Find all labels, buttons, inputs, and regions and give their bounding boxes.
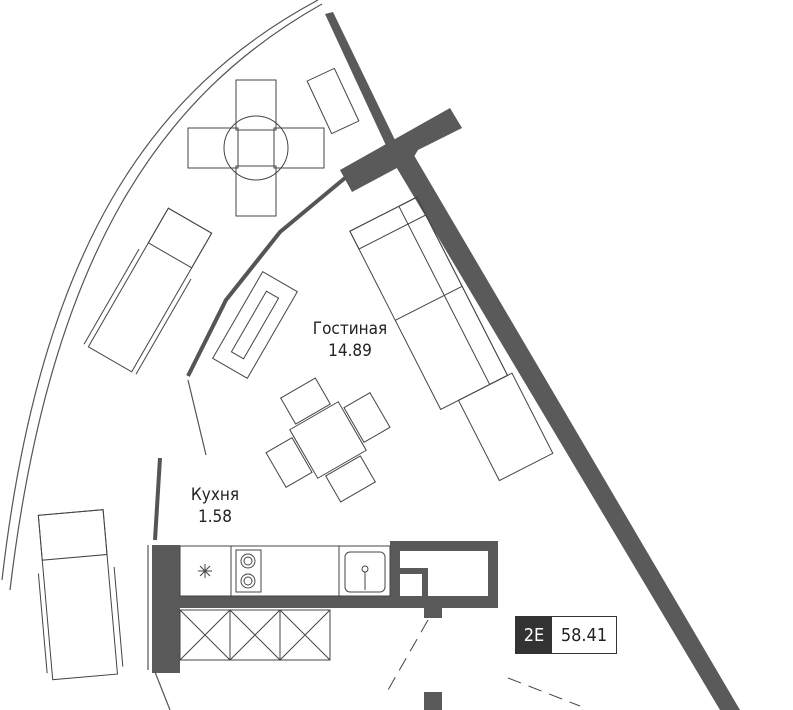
- fan-icon: [198, 564, 212, 578]
- kitchen-counter: [179, 545, 391, 597]
- wall-block: [340, 108, 462, 192]
- room-name: Гостиная: [312, 319, 388, 339]
- terrace-table: [187, 79, 325, 217]
- coffee-table: [211, 271, 299, 379]
- kitchen-wall: [152, 545, 180, 673]
- window-arc: [186, 176, 347, 377]
- apartment-type: 2E: [516, 617, 552, 653]
- room-label-kitchen: Кухня 1.58: [175, 484, 255, 528]
- room-label-living: Гостиная 14.89: [300, 318, 400, 362]
- exterior-wall: [325, 12, 740, 710]
- cabinets: [179, 609, 331, 661]
- room-name: Кухня: [190, 485, 240, 505]
- room-area: 14.89: [328, 341, 372, 361]
- sofa: [349, 196, 554, 482]
- lounger: [83, 207, 213, 375]
- sink-icon: [344, 551, 386, 593]
- terrace-edge-outer: [1, 0, 319, 581]
- lounger: [37, 509, 124, 681]
- terrace-bench: [306, 67, 360, 135]
- hob-icon: [235, 549, 262, 593]
- room-area: 1.58: [197, 507, 233, 527]
- dining-table: [265, 377, 391, 503]
- apartment-area: 58.41: [552, 617, 616, 653]
- apartment-badge: 2E 58.41: [515, 616, 617, 654]
- terrace-edge-inner: [9, 3, 323, 591]
